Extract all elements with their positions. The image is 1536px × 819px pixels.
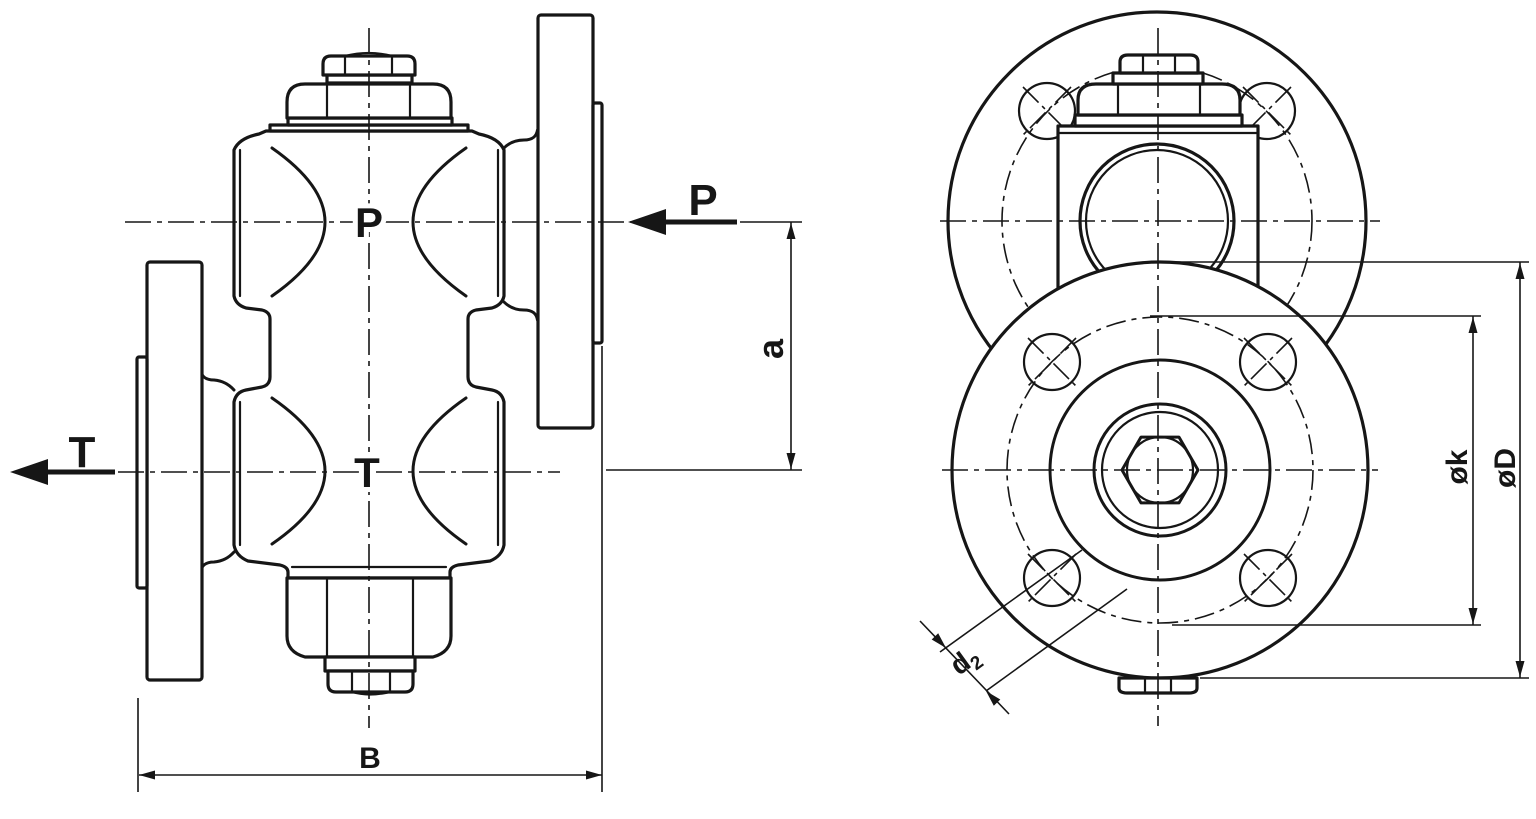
flow-arrow-p-label: P	[688, 176, 717, 225]
dim-label-bolt-circle: øk	[1441, 449, 1474, 484]
dimension-b: B	[137, 346, 603, 792]
flange-p-raised-face	[591, 101, 604, 345]
front-bolt-circle	[1006, 316, 1314, 624]
port-bore-lines	[238, 148, 500, 547]
centerlines-front	[940, 28, 1380, 726]
drain-washer	[323, 655, 417, 673]
flange-t	[135, 260, 204, 682]
dimension-outer-dia: øD	[1162, 261, 1529, 679]
drain-plug-nut	[326, 669, 415, 694]
front-bolt-holes	[1022, 332, 1298, 608]
dimension-a: a	[606, 221, 802, 471]
flow-arrow-p: P	[628, 176, 737, 235]
side-view: P T P T a B	[10, 13, 802, 792]
flow-arrow-t: T	[10, 428, 115, 485]
dim-label-a: a	[750, 338, 791, 359]
dim-label-hole-dia: d2	[944, 640, 988, 685]
dim-label-b: B	[359, 742, 381, 775]
drain-stack	[285, 565, 453, 696]
dimension-bolt-circle: øk	[1150, 315, 1481, 626]
front-view: øk øD d2	[919, 10, 1529, 726]
port-label-p: P	[355, 199, 383, 246]
port-label-t: T	[354, 449, 380, 496]
centerlines-side	[118, 28, 642, 728]
ball-chamber-curves	[270, 146, 468, 546]
port-neck-p	[502, 128, 539, 322]
flow-arrow-t-label: T	[69, 428, 96, 477]
dim-label-outer-dia: øD	[1489, 448, 1522, 488]
port-neck-t	[199, 368, 236, 574]
